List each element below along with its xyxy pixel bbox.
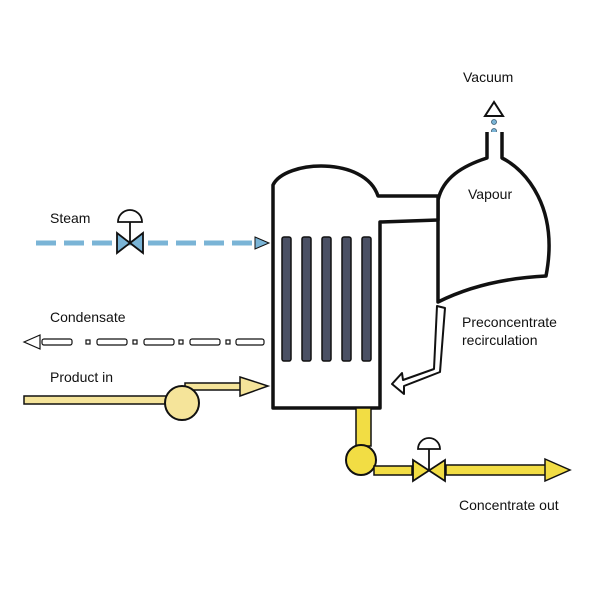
vapour-separator xyxy=(436,132,551,304)
product-line xyxy=(23,375,271,421)
steam-line xyxy=(36,236,271,250)
recirculation-pipe xyxy=(391,305,446,395)
recirculation-label-line2: recirculation xyxy=(462,332,537,348)
recirculation-label-line1: Preconcentrate xyxy=(462,314,557,330)
vacuum-arrow-icon xyxy=(483,100,505,117)
concentrate-arrow-icon xyxy=(544,457,572,483)
condensate-label: Condensate xyxy=(50,309,126,325)
concentrate-out-label: Concentrate out xyxy=(459,497,559,513)
product-in-label: Product in xyxy=(50,369,113,385)
heating-tube xyxy=(341,236,352,362)
evaporator-body xyxy=(271,164,440,410)
heating-tube xyxy=(281,236,292,362)
steam-arrow-icon xyxy=(254,236,271,250)
product-arrow-icon xyxy=(239,375,271,398)
vapour-label: Vapour xyxy=(468,186,512,202)
heating-tube xyxy=(301,236,312,362)
concentrate-valve-icon xyxy=(412,437,446,483)
feed-pump-icon xyxy=(164,385,200,421)
condensate-arrow-icon xyxy=(22,334,41,350)
steam-label: Steam xyxy=(50,210,90,226)
concentrate-pump-icon xyxy=(345,444,377,476)
condensate-line xyxy=(22,334,265,350)
concentrate-line xyxy=(345,407,572,483)
vacuum-label: Vacuum xyxy=(463,69,513,85)
heating-tubes xyxy=(281,236,372,362)
heating-tube xyxy=(361,236,372,362)
heating-tube xyxy=(321,236,332,362)
steam-valve-icon xyxy=(116,209,144,255)
